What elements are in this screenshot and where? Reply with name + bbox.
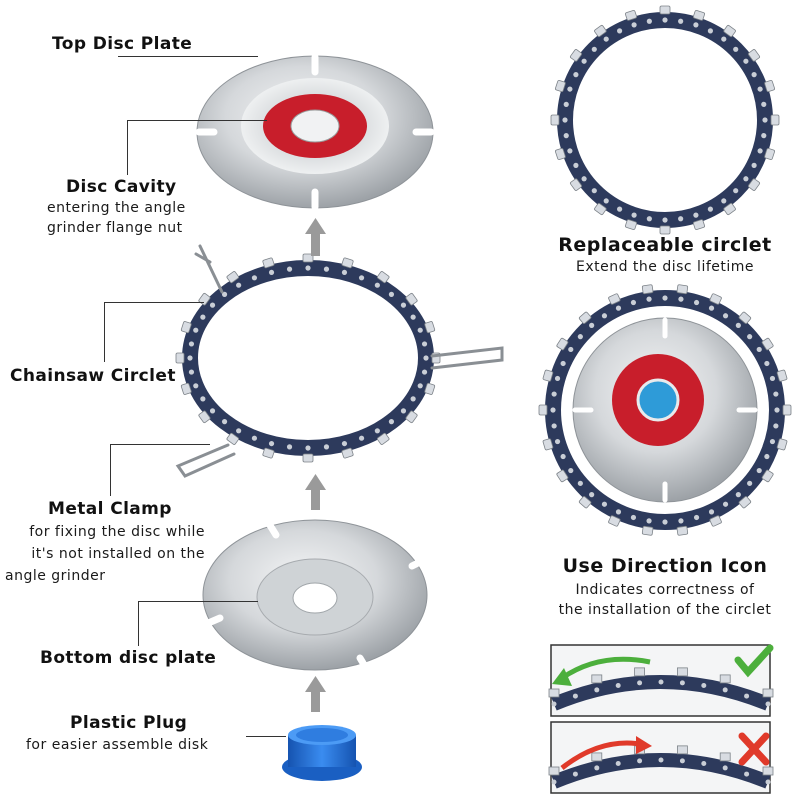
leader-line <box>110 444 111 496</box>
top-disc-plate-image <box>195 53 435 211</box>
bottom-disc-plate-image <box>202 518 428 672</box>
metal-clamp-label: Metal Clamp <box>48 499 172 519</box>
metal-clamp-desc-2: it's not installed on the <box>31 546 205 562</box>
metal-clamp-image <box>175 244 504 478</box>
check-mark-icon <box>734 644 774 678</box>
leader-line <box>138 601 258 602</box>
up-arrow-icon <box>305 218 326 712</box>
top-disc-plate-label: Top Disc Plate <box>52 34 193 54</box>
replaceable-circlet-desc: Extend the disc lifetime <box>575 259 755 275</box>
use-direction-desc-1: Indicates correctness of <box>575 582 755 598</box>
assembled-disc-image <box>538 284 792 536</box>
chainsaw-circlet-label: Chainsaw Circlet <box>10 366 176 386</box>
use-direction-desc-2: the installation of the circlet <box>558 602 772 618</box>
replaceable-circlet-image <box>550 5 780 235</box>
plastic-plug-label: Plastic Plug <box>70 713 188 733</box>
leader-line <box>246 736 286 737</box>
leader-line <box>104 302 105 362</box>
disc-cavity-label: Disc Cavity <box>66 177 177 197</box>
metal-clamp-desc-1: for fixing the disc while <box>29 524 205 540</box>
disc-cavity-desc-1: entering the angle <box>47 200 186 216</box>
leader-line <box>118 56 258 57</box>
cross-mark-icon <box>738 732 770 766</box>
leader-line <box>138 601 139 646</box>
plastic-plug-image <box>282 725 362 781</box>
plastic-plug-desc: for easier assemble disk <box>26 737 209 753</box>
replaceable-circlet-label: Replaceable circlet <box>558 234 772 256</box>
direction-correct-panel <box>548 644 774 717</box>
chainsaw-circlet-image <box>175 253 441 463</box>
leader-line <box>110 444 210 445</box>
disc-cavity-desc-2: grinder flange nut <box>47 220 183 236</box>
direction-incorrect-panel <box>548 721 774 794</box>
leader-line <box>127 120 267 121</box>
leader-line <box>104 302 204 303</box>
use-direction-icon-label: Use Direction Icon <box>562 555 768 577</box>
metal-clamp-desc-3: angle grinder <box>5 568 106 584</box>
bottom-disc-plate-label: Bottom disc plate <box>40 648 217 668</box>
leader-line <box>127 120 128 175</box>
